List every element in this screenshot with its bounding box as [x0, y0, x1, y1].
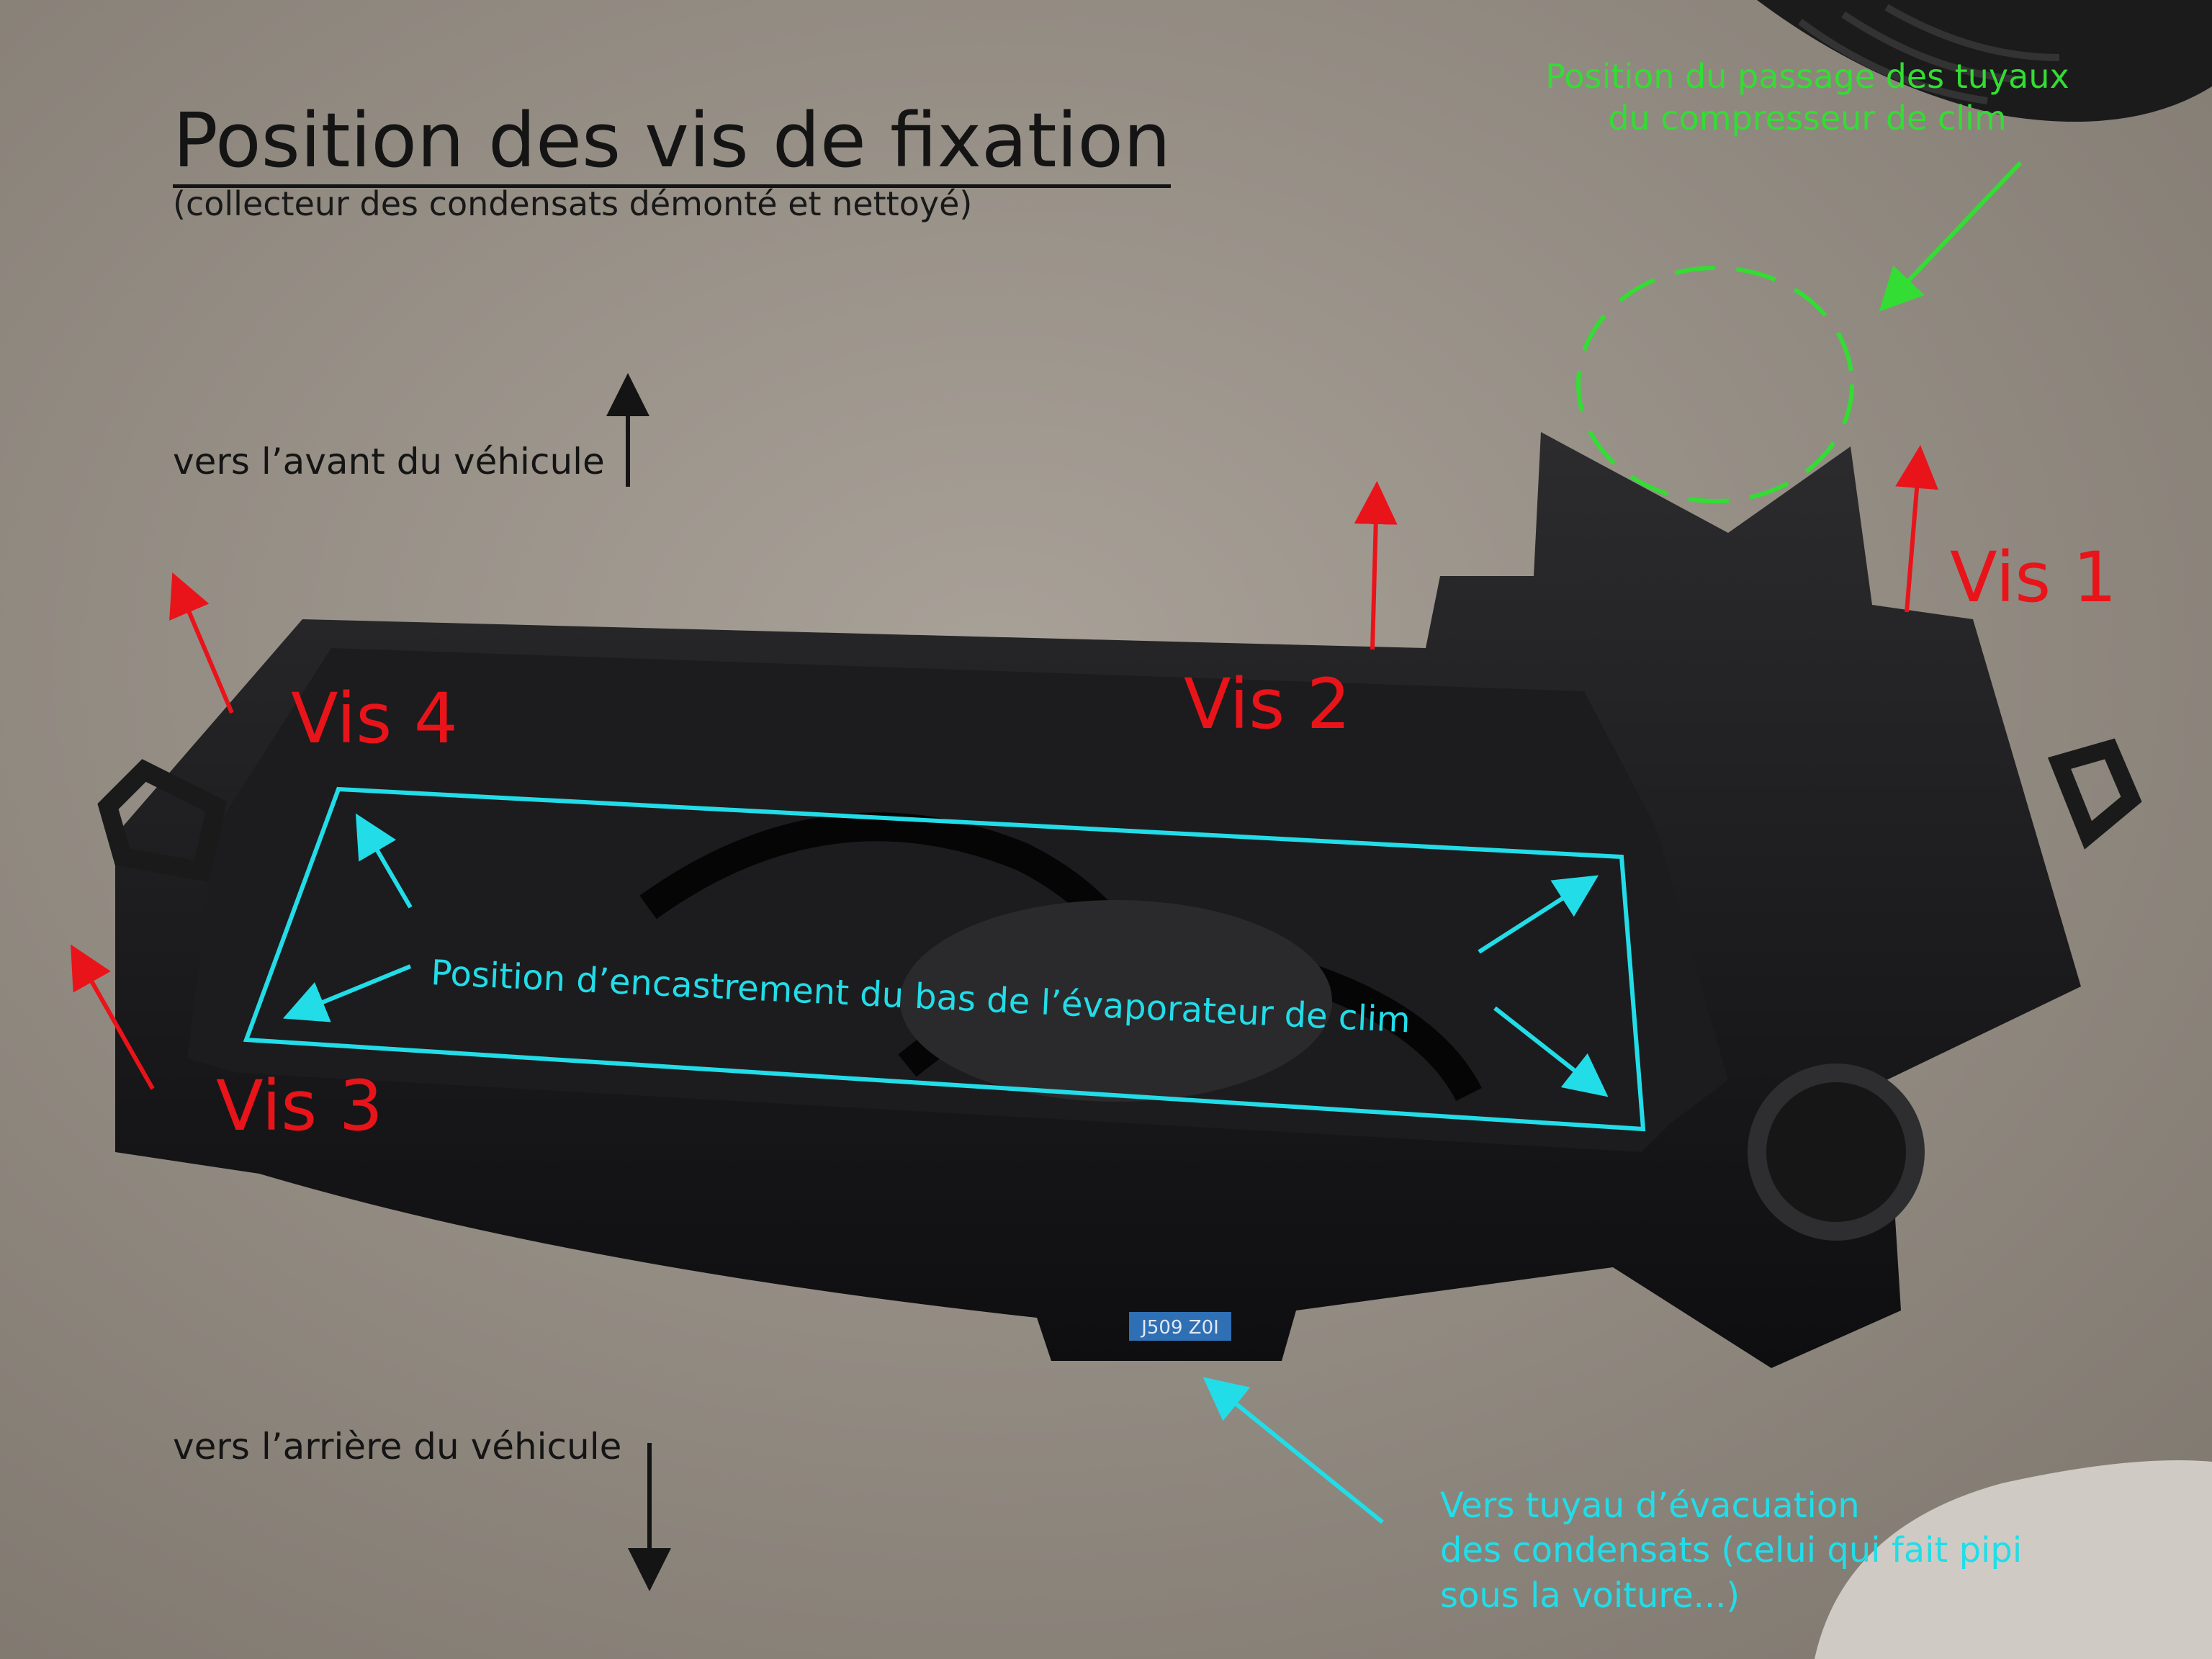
left-mounting-tab	[97, 759, 227, 883]
compressor-pipes-line-1: Position du passage des tuyaux	[1545, 57, 2069, 96]
vis1-arrow	[1895, 445, 1938, 613]
drain-line-2: des condensats (celui qui fait pipi	[1440, 1530, 2023, 1571]
drain-arrow	[1202, 1377, 1384, 1524]
evaporator-arrow-bottom-right	[1493, 1006, 1609, 1097]
evaporator-arrow-bottom-left	[282, 964, 412, 1022]
rear-direction-label: vers l’arrière du véhicule	[173, 1426, 622, 1467]
part-sticker	[1129, 1312, 1231, 1341]
compressor-pipes-arrow	[1879, 161, 2023, 312]
evaporator-seat	[900, 900, 1332, 1102]
drain-label: Vers tuyau d’évacuation des condensats (…	[1440, 1483, 2088, 1618]
drain-line-3: sous la voiture...)	[1440, 1575, 1740, 1616]
front-direction-label: vers l’avant du véhicule	[173, 441, 605, 482]
part-sticker-text: J509 Z0I	[1140, 1317, 1219, 1339]
compressor-pipes-line-2: du compresseur de clim	[1608, 98, 2007, 138]
vis3-label: Vis 3	[216, 1066, 383, 1146]
page-title: Position des vis de fixation	[173, 99, 1171, 189]
vis1-label: Vis 1	[1950, 537, 2117, 618]
vis2-arrow	[1354, 481, 1398, 650]
drain-line-1: Vers tuyau d’évacuation	[1440, 1485, 1860, 1526]
evaporator-arrow-top-right	[1478, 875, 1599, 954]
plastic-panel	[1815, 1460, 2212, 1659]
vis2-label: Vis 2	[1184, 664, 1351, 745]
hose-ribs	[1798, 4, 2060, 104]
evaporator-arrow-top-left	[355, 813, 413, 909]
page-subtitle: (collecteur des condensats démonté et ne…	[173, 184, 973, 223]
evaporator-frame	[243, 786, 1646, 1132]
compressor-pipes-label: Position du passage des tuyaux du compre…	[1498, 56, 2117, 139]
right-mounting-tab	[2047, 738, 2142, 850]
vis4-label: Vis 4	[291, 678, 458, 759]
vis4-arrow	[169, 572, 234, 714]
collector-tray	[187, 648, 1728, 1152]
compressor-pipes-circle	[1576, 266, 1854, 503]
vis3-arrow	[71, 944, 155, 1090]
drain-outlet	[1748, 1064, 1925, 1241]
